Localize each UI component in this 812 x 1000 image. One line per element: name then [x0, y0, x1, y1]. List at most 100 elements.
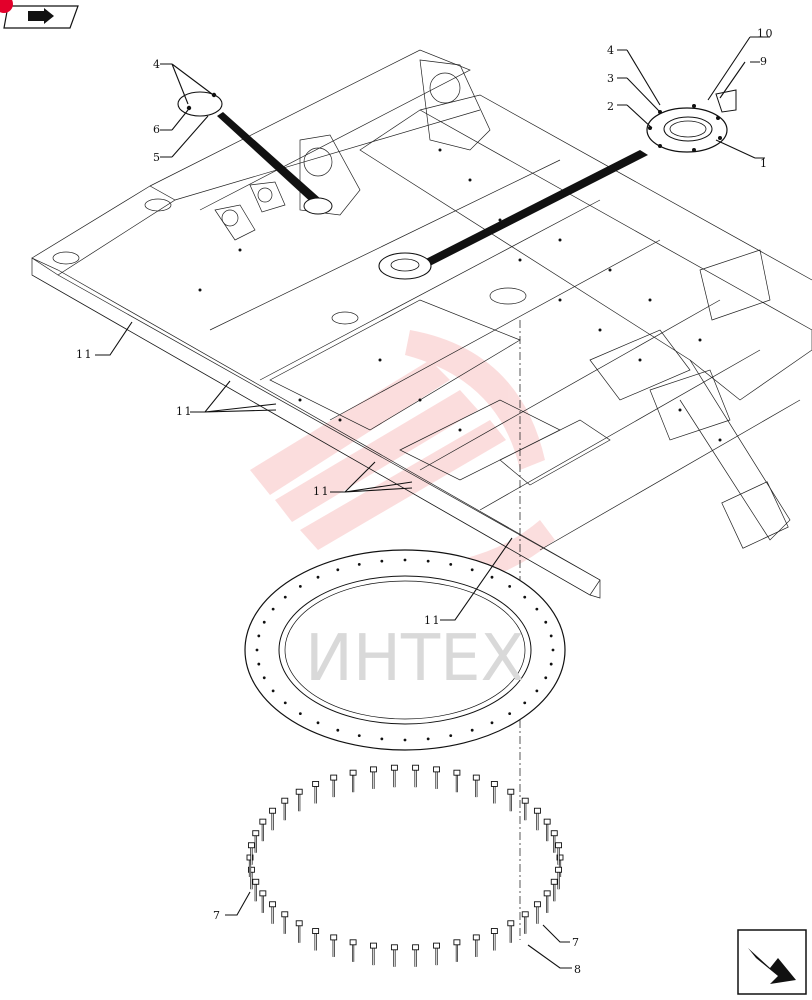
- ring-bolt-hole: [523, 595, 527, 599]
- bolt-circle: [246, 764, 564, 967]
- callout-8: 8: [574, 963, 583, 976]
- ring-bolt-hole: [490, 721, 494, 725]
- ring-bolt-hole: [283, 701, 287, 705]
- ring-bolt-hole: [298, 712, 302, 716]
- bolt: [330, 774, 338, 798]
- bolt: [550, 830, 558, 853]
- ring-bolt-hole: [490, 575, 494, 579]
- bolt: [490, 781, 498, 804]
- bolt: [412, 944, 420, 967]
- ring-bolt-hole: [449, 734, 453, 737]
- chassis-frame: [31, 49, 812, 599]
- callout-11-d: 11: [424, 614, 441, 627]
- bolt: [390, 944, 398, 967]
- ring-bolt-hole: [283, 595, 287, 599]
- bolt: [281, 911, 289, 934]
- ring-bolt-hole: [470, 568, 474, 572]
- callout-11-c: 11: [313, 485, 330, 498]
- ring-bolt-hole: [551, 648, 555, 652]
- slewing-ring: [244, 549, 566, 751]
- bolt: [507, 920, 515, 943]
- bolt: [433, 942, 440, 966]
- callout-3: 3: [607, 72, 616, 85]
- bolt: [521, 911, 529, 934]
- bolt: [412, 764, 420, 788]
- bolt: [453, 939, 461, 962]
- bolt: [295, 920, 303, 943]
- ring-bolt-hole: [523, 701, 527, 705]
- bolt: [370, 766, 377, 789]
- next-page-arrow-icon[interactable]: [737, 929, 807, 995]
- callout-labels: 1 2 3 4 4 5 6 7 7 8 9 10 11 11 11 11: [76, 27, 774, 976]
- ring-bolt-hole: [262, 676, 266, 680]
- ring-bolt-hole: [508, 584, 512, 588]
- ring-bolt-hole: [257, 634, 261, 638]
- cover-plate-detail: [177, 91, 333, 215]
- bolt: [521, 797, 529, 821]
- bolt: [543, 818, 551, 842]
- ring-bolt-hole: [271, 607, 275, 611]
- bolt: [555, 866, 563, 890]
- bolt: [555, 842, 563, 865]
- callout-7-left: 7: [213, 909, 222, 922]
- ring-bolt-hole: [257, 662, 261, 666]
- ring-bolt-hole: [357, 734, 361, 737]
- ring-bolt-hole: [544, 676, 548, 680]
- bolt: [252, 878, 260, 902]
- bolt: [550, 878, 558, 902]
- bolt: [312, 781, 320, 804]
- bolt: [507, 788, 515, 812]
- bolt: [247, 866, 255, 890]
- ring-bolt-hole: [403, 558, 407, 562]
- bolt: [370, 942, 377, 966]
- ring-bolt-hole: [403, 738, 407, 742]
- callout-10: 10: [757, 27, 774, 40]
- ring-bolt-hole: [271, 689, 275, 693]
- bolt: [533, 807, 541, 831]
- bolt: [246, 854, 254, 877]
- bolt: [349, 939, 357, 962]
- bolt: [295, 788, 303, 812]
- callout-5: 5: [153, 151, 162, 164]
- bolt: [247, 842, 255, 865]
- ring-bolt-hole: [470, 728, 474, 732]
- ring-bolt-hole: [336, 568, 340, 572]
- bolt: [472, 934, 480, 957]
- callout-4-ring: 4: [607, 44, 616, 57]
- ring-bolt-hole: [535, 607, 539, 611]
- callout-11-a: 11: [76, 348, 93, 361]
- ring-bolt-hole: [380, 559, 384, 563]
- callout-9: 9: [760, 55, 769, 68]
- ring-bolt-hole: [255, 648, 259, 652]
- page-nav-arrow-icon[interactable]: [0, 0, 79, 29]
- ring-bolt-hole: [544, 620, 548, 624]
- ring-bolt-hole: [380, 737, 384, 741]
- ring-bolt-hole: [298, 584, 302, 588]
- access-ring-detail: [378, 89, 737, 280]
- bolt: [252, 830, 260, 853]
- callout-2: 2: [607, 100, 616, 113]
- ring-bolt-hole: [316, 575, 320, 579]
- bolt: [390, 764, 398, 788]
- callout-7-right: 7: [572, 936, 581, 949]
- ring-bolt-hole: [357, 563, 361, 566]
- bolt: [281, 797, 289, 821]
- bolt: [330, 934, 338, 957]
- callout-11-b: 11: [176, 405, 193, 418]
- ring-bolt-hole: [549, 662, 553, 666]
- bolt: [533, 901, 541, 924]
- callout-4-cover: 4: [153, 58, 162, 71]
- bolt: [490, 928, 498, 951]
- bolt: [472, 774, 480, 798]
- ring-bolt-hole: [426, 737, 430, 741]
- ring-bolt-hole: [549, 634, 553, 638]
- ring-bolt-hole: [535, 689, 539, 693]
- bolt: [269, 901, 277, 924]
- callout-1: 1: [760, 157, 769, 170]
- ring-bolt-hole: [262, 620, 266, 624]
- bolt: [312, 928, 320, 951]
- ring-bolt-hole: [449, 563, 453, 566]
- bolt: [453, 769, 461, 793]
- bolt: [543, 890, 551, 913]
